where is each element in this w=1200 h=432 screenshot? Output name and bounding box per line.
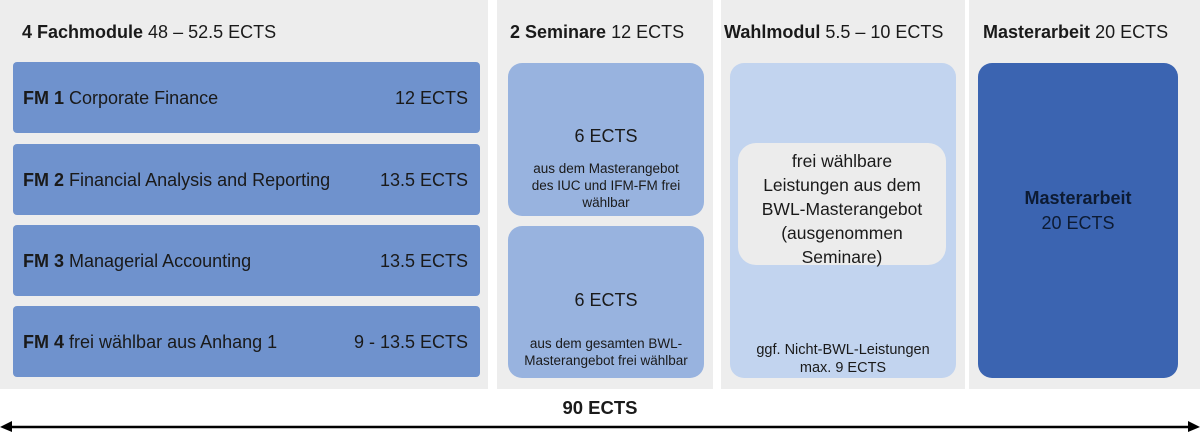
module-fm4-ects: 9 - 13.5 ECTS [353,332,468,352]
seminar-2-description: aus dem gesamten BWL- Masterangebot frei… [508,335,704,369]
seminar-2-ects: 6 ECTS [574,290,638,310]
module-fm1-name: Corporate Finance [69,88,219,108]
module-fm3-code: FM 3 [23,251,65,271]
title-fachmodule: 4 Fachmodule 48 – 52.5 ECTS [22,22,276,43]
module-fm3-name: Managerial Accounting [69,251,252,271]
wahlmodul-note: ggf. Nicht-BWL-Leistungen max. 9 ECTS [730,341,956,377]
module-fm1: FM 1 Corporate Finance 12 ECTS [13,62,480,133]
title-seminare: 2 Seminare 12 ECTS [510,22,684,43]
title-masterarbeit-bold: Masterarbeit [983,22,1091,42]
module-fm4: FM 4 frei wählbar aus Anhang 1 9 - 13.5 … [13,306,480,377]
total-ects-label: 90 ECTS [562,397,638,418]
module-fm1-label: FM 1 Corporate Finance [23,88,218,109]
module-fm2-label: FM 2 Financial Analysis and Reporting [23,170,330,191]
module-fm2: FM 2 Financial Analysis and Reporting 13… [13,144,480,215]
masterarbeit-ects: 20 ECTS [1041,213,1115,233]
module-fm4-label: FM 4 frei wählbar aus Anhang 1 [23,332,277,353]
title-wahlmodul-bold: Wahlmodul [724,22,821,42]
seminar-box-1: 6 ECTS aus dem Masterangebot des IUC und… [508,63,704,216]
title-fachmodule-bold: 4 Fachmodule [22,22,144,42]
module-fm4-name: frei wählbar aus Anhang 1 [69,332,278,352]
wahlmodul-box: frei wählbare Leistungen aus dem BWL-Mas… [730,63,956,378]
seminar-box-2: 6 ECTS aus dem gesamten BWL- Masterangeb… [508,226,704,378]
seminar-2-line-1: aus dem gesamten BWL- [529,336,683,351]
module-fm1-code: FM 1 [23,88,65,108]
module-fm3-ects: 13.5 ECTS [379,251,468,271]
module-fm3-label: FM 3 Managerial Accounting [23,251,251,272]
wahlmodul-pill: frei wählbare Leistungen aus dem BWL-Mas… [738,143,946,267]
title-seminare-bold: 2 Seminare [510,22,607,42]
title-seminare-ects: 12 ECTS [611,22,685,42]
seminar-1-line-1: aus dem Masterangebot [533,161,679,176]
wahlmodul-note-line-2: max. 9 ECTS [799,360,887,376]
module-fm2-ects: 13.5 ECTS [379,170,468,190]
module-fm1-ects: 12 ECTS [394,88,468,108]
wahlmodul-note-line-1: ggf. Nicht-BWL-Leistungen [756,342,930,358]
total-span-arrow [0,421,1200,432]
title-wahlmodul-ects: 5.5 – 10 ECTS [825,22,944,42]
seminar-2-line-2: Masterangebot frei wählbar [524,353,688,368]
wahlmodul-pill-line-4: (ausgenommen [781,223,903,243]
seminar-1-line-3: wählbar [582,195,630,210]
wahlmodul-pill-line-5: Seminare) [801,247,883,267]
title-masterarbeit-ects: 20 ECTS [1095,22,1169,42]
module-fm2-code: FM 2 [23,170,65,190]
masterarbeit-box: Masterarbeit 20 ECTS [978,63,1178,378]
arrow-head-right [1188,421,1200,432]
title-wahlmodul: Wahlmodul 5.5 – 10 ECTS [724,22,943,43]
module-fm2-name: Financial Analysis and Reporting [69,170,331,190]
seminar-1-description: aus dem Masterangebot des IUC und IFM-FM… [508,160,704,211]
masterarbeit-title: Masterarbeit [1024,188,1132,208]
module-fm3: FM 3 Managerial Accounting 13.5 ECTS [13,225,480,296]
title-masterarbeit: Masterarbeit 20 ECTS [983,22,1168,43]
wahlmodul-pill-line-3: BWL-Masterangebot [761,199,923,219]
wahlmodul-pill-line-2: Leistungen aus dem [763,175,921,195]
arrow-head-left [0,421,12,432]
seminar-1-line-2: des IUC und IFM-FM frei [531,178,681,193]
title-fachmodule-ects: 48 – 52.5 ECTS [148,22,277,42]
seminar-1-ects: 6 ECTS [574,126,638,146]
module-fm4-code: FM 4 [23,332,65,352]
wahlmodul-pill-line-1: frei wählbare [791,151,893,171]
